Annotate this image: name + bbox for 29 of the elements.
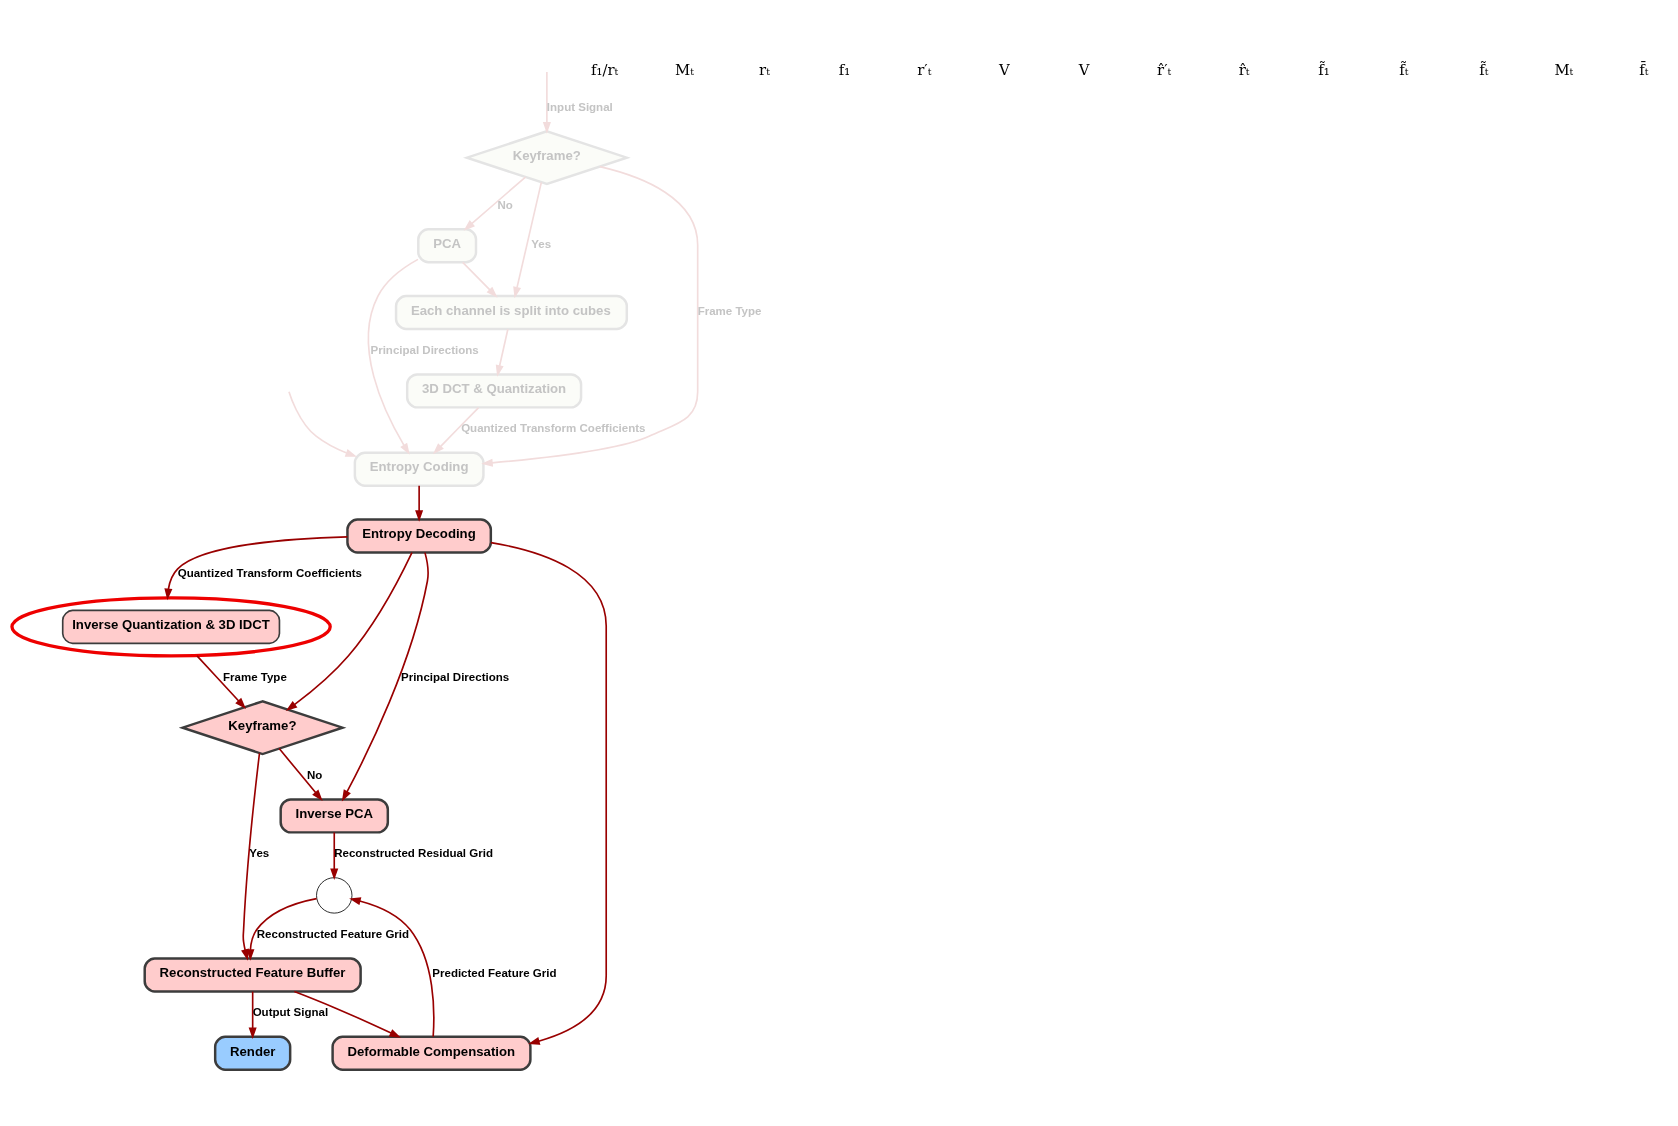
label: V (998, 60, 1010, 78)
edge-label: Reconstructed Feature Grid (256, 928, 410, 941)
edge-label: Predicted Feature Grid (432, 967, 557, 980)
edge-label: Frame Type (223, 670, 287, 683)
label: f̃₁ (1318, 60, 1330, 78)
edge-label: Quantized Transform Coefficients (461, 422, 646, 435)
edge-label: Principal Directions (401, 670, 510, 683)
edge-label: No (307, 768, 323, 781)
edge-label: Yes (249, 847, 270, 860)
edge-label: No (497, 198, 513, 211)
edge-label: Yes (531, 238, 552, 251)
label: Mₜ (1554, 60, 1574, 78)
label: rₜ (759, 60, 770, 78)
label: f₁ (838, 60, 851, 78)
edge-label: Output Signal (252, 1006, 329, 1019)
edge-label: Frame Type (697, 304, 762, 317)
label: r̂′ₜ (1157, 60, 1172, 78)
label: V (1078, 60, 1090, 78)
label: f̄ₜ (1639, 60, 1649, 78)
label: f̃ₜ (1479, 60, 1489, 78)
edge-label: Reconstructed Residual Grid (334, 847, 493, 860)
label: r′ₜ (917, 60, 932, 78)
label: f̃ₜ (1399, 60, 1409, 78)
edge-label: Quantized Transform Coefficients (177, 567, 362, 580)
label: f₁/rₜ (590, 60, 619, 78)
edge-label: Input Signal (546, 100, 613, 113)
label: Mₜ (675, 60, 694, 78)
edge-label: Principal Directions (370, 343, 479, 356)
label: r̂ₜ (1238, 60, 1250, 78)
